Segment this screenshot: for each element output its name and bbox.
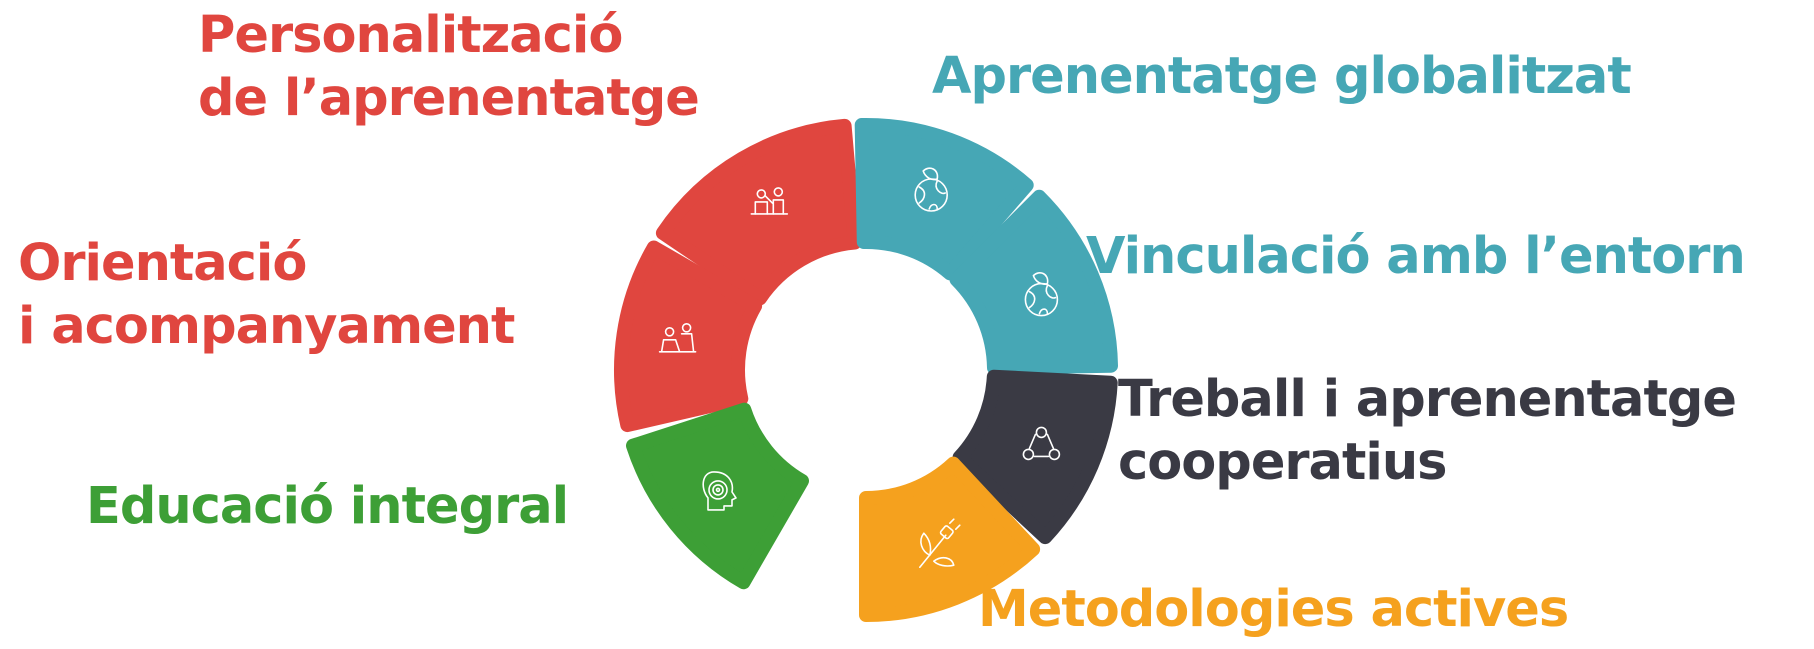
label-vinculacio: Vinculació amb l’entorn [1086, 225, 1746, 288]
label-line: Educació integral [86, 477, 569, 536]
label-line: cooperatius [1118, 433, 1447, 493]
label-line: Aprenentatge globalitzat [932, 47, 1632, 106]
label-line: Metodologies actives [978, 580, 1569, 639]
label-orientacio: Orientació i acompanyament [18, 232, 515, 358]
plant-plug-icon [918, 518, 961, 569]
label-treball-cooperatiu: Treball i aprenentatge cooperatius [1118, 368, 1737, 494]
label-line: Vinculació amb l’entorn [1086, 227, 1746, 286]
label-line: i acompanyament [18, 297, 515, 357]
label-aprenentatge-globalitzat: Aprenentatge globalitzat [932, 45, 1632, 108]
wheel-segment-metodologies [859, 456, 1041, 622]
cooperative-group-icon [1022, 426, 1061, 461]
wheel-segment-personalitzacio [655, 118, 862, 306]
wheel-segment-vinculacio [949, 189, 1118, 375]
mentoring-icon [658, 322, 697, 353]
label-personalitzacio: Personalització de l’aprenentatge [198, 4, 700, 130]
label-line: Personalització [198, 6, 623, 65]
label-metodologies-actives: Metodologies actives [978, 578, 1569, 641]
wheel-segment-orientacio [614, 240, 763, 433]
globe-leaf-icon [914, 167, 949, 212]
label-line: Treball i aprenentatge [1118, 370, 1737, 429]
label-educacio-integral: Educació integral [86, 475, 569, 538]
wheel-segment-aprenentatge-globalitzat [854, 117, 1034, 281]
wheel-segment-educacio [626, 402, 809, 590]
label-line: de l’aprenentatge [198, 69, 700, 129]
label-line: Orientació [18, 234, 307, 293]
globe-leaf-icon [1024, 272, 1059, 317]
teacher-student-icon [750, 187, 789, 215]
head-target-icon [702, 471, 737, 511]
